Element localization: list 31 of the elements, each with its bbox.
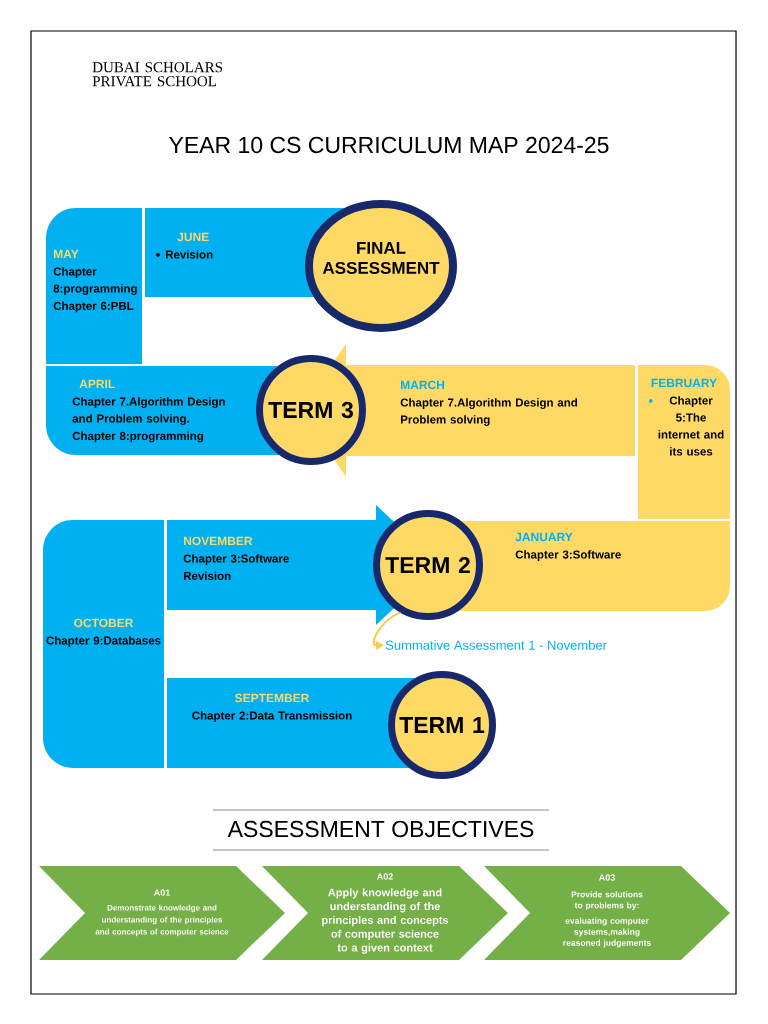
topic-text: Chapter 8:programming — [53, 267, 137, 295]
topic-text: Chapter 3:Software — [183, 554, 289, 565]
topic-text: Revision — [183, 571, 231, 580]
school-name: DUBAI SCHOLARS PRIVATE SCHOOL — [92, 62, 223, 87]
topic-text: Chapter 5:The internet and its uses — [658, 396, 724, 456]
month-heading: MAY — [54, 249, 79, 259]
annotation-text: Summative Assessment 1 - November — [385, 640, 607, 650]
objective-banner: A03 Provide solutions to problems by: evaluating computer systems,making reasoned judgements — [484, 866, 730, 960]
topic-text: Chapter 8:programming — [72, 431, 204, 443]
month-heading: SEPTEMBER — [235, 693, 310, 703]
month-heading: JUNE — [177, 232, 209, 242]
objective-banner: A02 Apply knowledge and understanding of the principles and concepts of computer science to a given context — [262, 866, 508, 960]
month-heading: JANUARY — [515, 532, 573, 542]
topic-text: Chapter 6:PBL — [53, 301, 134, 313]
month-heading: FEBRUARY — [651, 378, 717, 388]
month-panel — [43, 520, 164, 768]
section-heading: ASSESSMENT OBJECTIVES — [227, 820, 534, 838]
topic-text: Chapter 7.Algorithm Design and Problem solving — [400, 398, 578, 426]
month-heading: OCTOBER — [74, 618, 134, 628]
topic-text: Chapter 7.Algorithm Design and Problem solving. — [72, 397, 225, 425]
topic-text: Chapter 3:Software — [515, 550, 621, 561]
topic-text: Revision — [165, 250, 213, 259]
month-panel — [638, 365, 730, 519]
month-panel — [46, 208, 142, 364]
topic-text: Chapter 2:Data Transmission — [192, 711, 352, 722]
month-heading: APRIL — [79, 379, 115, 389]
month-heading: MARCH — [401, 380, 445, 390]
title: YEAR 10 CS CURRICULUM MAP 2024-25 — [169, 136, 609, 154]
topic-text: Chapter 9:Databases — [46, 636, 161, 647]
month-heading: NOVEMBER — [184, 536, 253, 546]
objective-banner: A01 Demonstrate knowledge and understanding of the principles and concepts of computer science — [39, 866, 285, 960]
